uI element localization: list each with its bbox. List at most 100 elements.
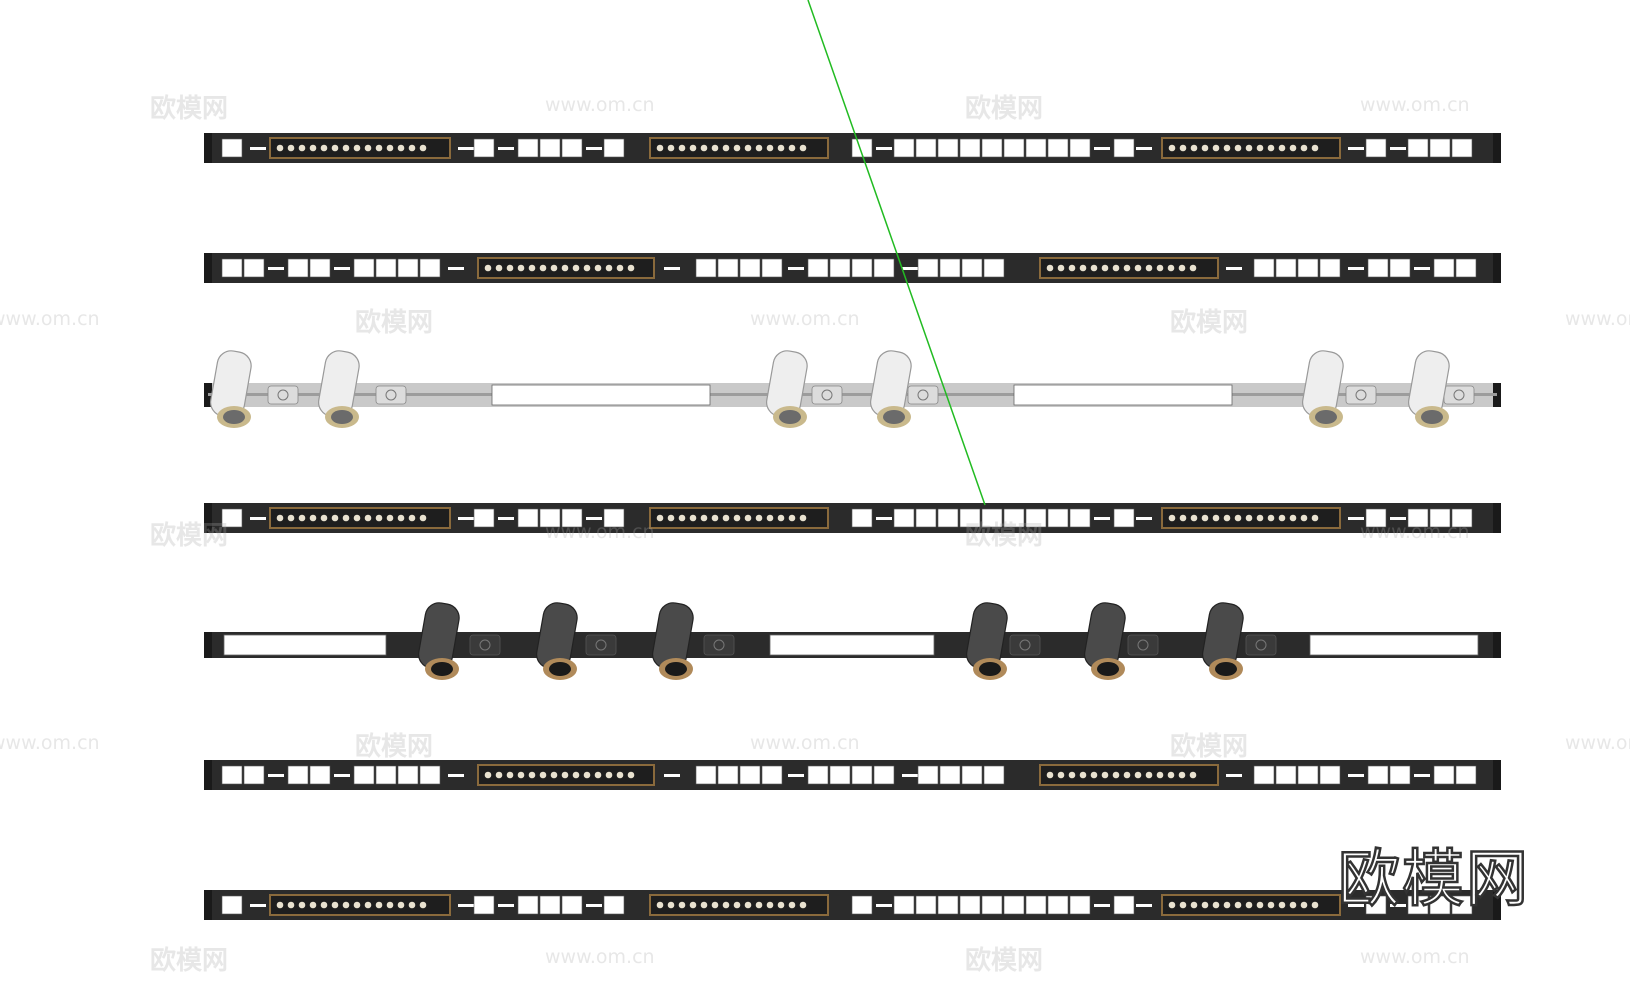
grille-cell	[915, 508, 937, 528]
spotlight	[318, 350, 360, 428]
led-dot	[711, 514, 719, 522]
led-dot	[667, 144, 675, 152]
grille-cell	[221, 258, 243, 278]
led-dot	[1123, 771, 1131, 779]
led-dot	[678, 144, 686, 152]
led-dot	[386, 514, 394, 522]
grille-cell	[959, 508, 981, 528]
grille-cell	[1433, 258, 1455, 278]
led-dot	[788, 514, 796, 522]
led-dot	[506, 771, 514, 779]
led-dot	[1201, 144, 1209, 152]
led-dot	[353, 514, 361, 522]
spotlight	[418, 602, 460, 680]
led-dot	[539, 771, 547, 779]
rail-connector	[1136, 904, 1152, 907]
led-dot	[1223, 144, 1231, 152]
spotlight-lens	[1421, 410, 1443, 424]
led-dot	[397, 144, 405, 152]
led-dot	[1223, 514, 1231, 522]
led-dot	[375, 514, 383, 522]
spotlight	[1408, 350, 1450, 428]
rail-7	[204, 890, 1501, 920]
led-dot	[397, 514, 405, 522]
led-dot	[1212, 514, 1220, 522]
rail-connector	[1348, 147, 1364, 150]
grille-cell	[473, 508, 495, 528]
grille-cell	[309, 765, 331, 785]
led-dot	[755, 901, 763, 909]
spotlight-lens	[1215, 662, 1237, 676]
adapter-knob	[1255, 639, 1267, 651]
led-dot	[1245, 514, 1253, 522]
rail-connector	[664, 267, 680, 270]
grille-cell	[221, 138, 243, 158]
adapter-knob	[1453, 389, 1465, 401]
rail-connector	[1348, 267, 1364, 270]
led-dot	[276, 901, 284, 909]
led-dot	[1090, 771, 1098, 779]
grille-cell	[981, 138, 1003, 158]
spotlight-lens	[883, 410, 905, 424]
led-dot	[1046, 264, 1054, 272]
led-dot	[495, 264, 503, 272]
led-dot	[375, 144, 383, 152]
led-dot	[1189, 264, 1197, 272]
spotlight-lens	[1097, 662, 1119, 676]
adapter-knob	[1355, 389, 1367, 401]
spotlight	[766, 350, 808, 428]
rail-connector	[458, 904, 474, 907]
led-dot	[766, 514, 774, 522]
spotlight-lens	[979, 662, 1001, 676]
led-dot	[1190, 514, 1198, 522]
led-dot	[517, 771, 525, 779]
grille-cell	[397, 765, 419, 785]
track-adapter	[907, 385, 939, 405]
led-dot	[627, 771, 635, 779]
grille-cell	[695, 765, 717, 785]
track-adapter	[1345, 385, 1377, 405]
led-dot	[799, 901, 807, 909]
led-dot	[678, 901, 686, 909]
grille-cell	[1433, 765, 1455, 785]
track-adapter	[703, 634, 735, 656]
rail-connector	[788, 774, 804, 777]
rail-connector	[1226, 774, 1242, 777]
led-dot	[1256, 144, 1264, 152]
rail-end-cap	[204, 503, 212, 533]
led-dot	[1189, 771, 1197, 779]
led-dot	[744, 901, 752, 909]
led-dot	[364, 144, 372, 152]
track-adapter	[1127, 634, 1159, 656]
led-dot	[1090, 264, 1098, 272]
led-dot	[298, 514, 306, 522]
track-adapter	[1009, 634, 1041, 656]
spotlight	[870, 350, 912, 428]
rail-connector	[1094, 517, 1110, 520]
adapter-knob	[595, 639, 607, 651]
adapter-knob	[479, 639, 491, 651]
led-dot	[1278, 901, 1286, 909]
grille-cell	[981, 895, 1003, 915]
led-dot	[1201, 514, 1209, 522]
led-dot	[1156, 771, 1164, 779]
led-dot	[517, 264, 525, 272]
led-dot	[799, 514, 807, 522]
led-dot	[755, 144, 763, 152]
rail-connector	[1390, 904, 1406, 907]
led-dot	[408, 144, 416, 152]
grille-cell	[353, 765, 375, 785]
led-dot	[495, 771, 503, 779]
grille-cell	[851, 258, 873, 278]
led-dot	[386, 901, 394, 909]
grille-cell	[473, 895, 495, 915]
led-dot	[1245, 144, 1253, 152]
rail-connector	[1390, 147, 1406, 150]
adapter-knob	[385, 389, 397, 401]
grille-cell	[1367, 258, 1389, 278]
led-dot	[722, 901, 730, 909]
grille-cell	[939, 258, 961, 278]
grille-cell	[517, 508, 539, 528]
grille-cell	[1253, 765, 1275, 785]
grille-cell	[695, 258, 717, 278]
